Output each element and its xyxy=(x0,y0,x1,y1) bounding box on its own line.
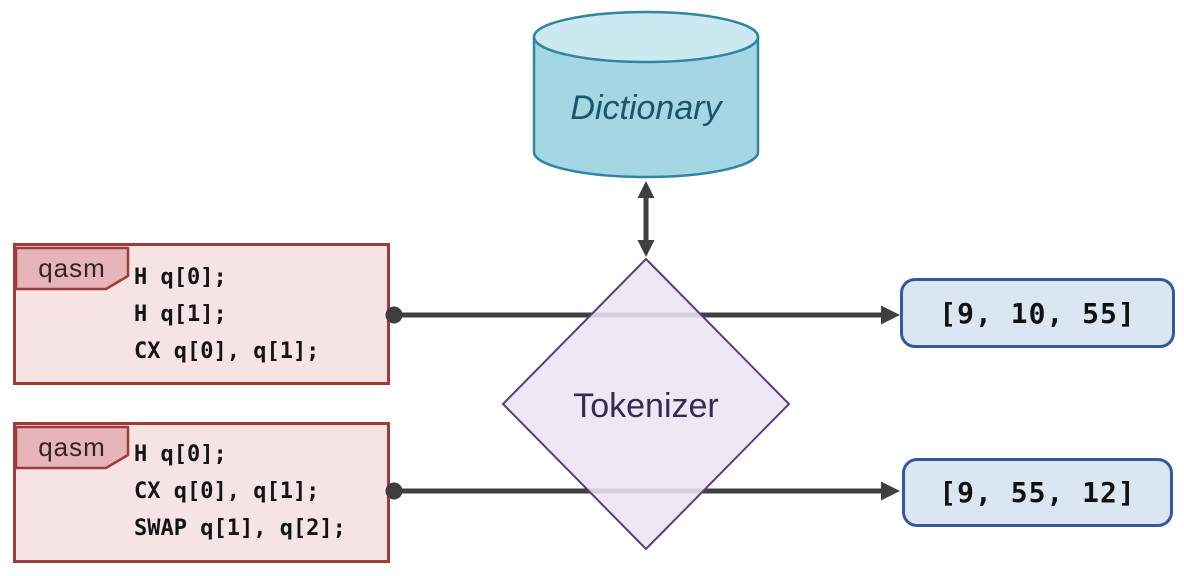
dictionary-label: Dictionary xyxy=(570,89,722,127)
qasm-code-1: H q[0]; H q[1]; CX q[0], q[1]; xyxy=(134,259,319,370)
arrowhead-bottom xyxy=(881,481,900,501)
qasm-tag-label-1: qasm xyxy=(38,253,106,283)
code-line: H q[0]; xyxy=(134,265,227,290)
code-line: CX q[0], q[1]; xyxy=(134,339,320,364)
cylinder-top xyxy=(532,10,760,64)
token-output-box-2: [9, 55, 12] xyxy=(902,458,1173,527)
qasm-code-2: H q[0]; CX q[0], q[1]; SWAP q[1], q[2]; xyxy=(134,436,346,547)
code-line: H q[1]; xyxy=(134,302,227,327)
arrowhead-top xyxy=(881,305,900,325)
code-line: CX q[0], q[1]; xyxy=(134,479,320,504)
code-line: SWAP q[1], q[2]; xyxy=(134,516,346,541)
arrowhead-down xyxy=(637,240,655,257)
arrowhead-up xyxy=(637,181,655,198)
token-output-text-2: [9, 55, 12] xyxy=(939,476,1136,509)
qasm-tag-label-2: qasm xyxy=(38,432,106,462)
tokenizer-label: Tokenizer xyxy=(573,387,719,425)
token-output-box-1: [9, 10, 55] xyxy=(900,278,1175,348)
token-output-text-1: [9, 10, 55] xyxy=(939,296,1136,330)
code-line: H q[0]; xyxy=(134,442,227,467)
